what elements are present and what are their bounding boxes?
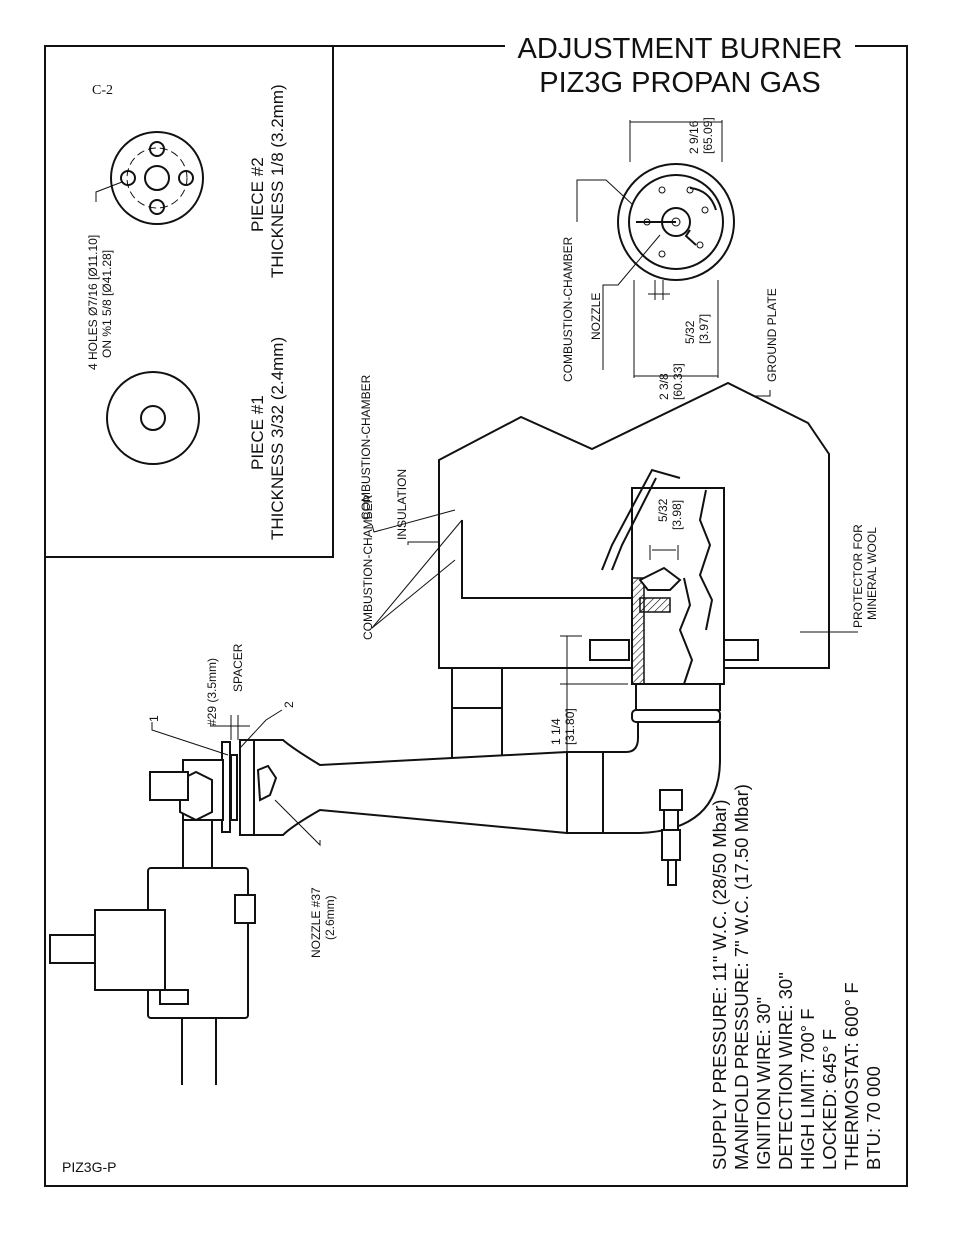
depth-dimension [560,635,628,755]
end-view-nozzle-label: NOZZLE [589,293,603,340]
protector-label-1: PROTECTOR FOR [851,524,865,628]
depth-dim-1: 1 1/4 [549,718,563,745]
spec-thermostat: THERMOSTAT: 600° F [841,982,862,1170]
venturi-tube [239,739,568,836]
end-view-dim-nozzle-1: 5/32 [683,320,697,344]
holes-label-1: 4 HOLES Ø7/16 [Ø11.10] [86,235,100,370]
inset-box: C-2 4 HOLES Ø7/16 [Ø11.10] ON %1 5/8 [Ø4… [45,46,334,558]
burner-head-section [601,468,725,685]
spec-detection-wire: DETECTION WIRE: 30" [775,972,796,1170]
piece-2-title: PIECE #2 [248,157,267,232]
end-view-dim-bottom-2: [60.33] [671,363,685,400]
spacer-assembly [149,709,283,833]
drawing-frame [44,45,908,1187]
end-view-dim-top-2: [65.09] [701,117,715,154]
callout-1: 1 [147,715,161,722]
callout-2: 2 [282,701,296,708]
depth-dim-2: [31.80] [563,708,577,745]
piece-1-title: PIECE #1 [248,395,267,470]
end-view-dim-nozzle-2: [3.97] [697,314,711,344]
end-view-dim-bottom-1: 2 3/8 [657,373,671,400]
gas-valve [49,820,256,1085]
burner-end-view [576,120,771,466]
piece-1-drawing [106,371,200,465]
nozzle-leader [274,799,321,847]
piece-2-drawing [95,131,204,225]
spec-manifold-pressure: MANIFOLD PRESSURE: 7" W.C. (17.50 Mbar) [731,784,752,1170]
chamber-leader-lines [371,509,858,633]
nozzle-size-label: NOZZLE #37 [309,887,323,958]
combustion-chamber-lower-label: COMBUSTION-CHAMBER [361,494,375,640]
holes-label-2: ON %1 5/8 [Ø41.28] [100,250,114,358]
model-code: PIZ3G-P [62,1159,116,1175]
spec-btu: BTU: 70 000 [863,1066,884,1170]
combustion-chamber-upper-label: COMBUSTION-CHAMBER [359,374,373,520]
spec-list: SUPPLY PRESSURE: 11" W.C. (28/50 Mbar) M… [709,784,884,1170]
end-view-combustion-chamber-label: COMBUSTION-CHAMBER [561,236,575,382]
spec-supply-pressure: SUPPLY PRESSURE: 11" W.C. (28/50 Mbar) [709,799,730,1170]
spacer-label: SPACER [231,643,245,692]
igniter [659,789,683,886]
gap-dim-1: 5/32 [656,498,670,522]
gap-dim-2: [3.98] [670,500,684,530]
reference-code: C-2 [92,83,113,98]
piece-2-thickness: THICKNESS 1/8 (3.2mm) [268,84,287,278]
nozzle-size-mm: (2.6mm) [323,895,337,940]
spec-locked: LOCKED: 645° F [819,1029,840,1170]
spec-ignition-wire: IGNITION WIRE: 30" [753,997,774,1170]
ground-plate-label: GROUND PLATE [765,288,779,382]
title-line-2: PIZ3G PROPAN GAS [539,67,820,99]
title-block: ADJUSTMENT BURNER PIZ3G PROPAN GAS [518,33,843,99]
burner-elbow [566,683,721,834]
piece-1-thickness: THICKNESS 3/32 (2.4mm) [268,337,287,540]
spacer-size-label: #29 (3.5mm) [205,658,219,726]
spec-high-limit: HIGH LIMIT: 700° F [797,1008,818,1170]
insulation-label: INSULATION [395,469,409,540]
end-view-dim-top-1: 2 9/16 [687,120,701,154]
protector-label-2: MINERAL WOOL [865,527,879,620]
title-line-1: ADJUSTMENT BURNER [518,33,843,65]
